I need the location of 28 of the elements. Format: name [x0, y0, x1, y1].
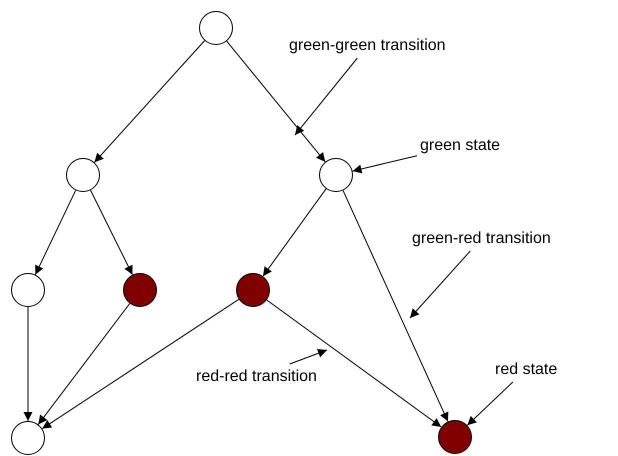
arrow: [38, 303, 130, 425]
leader-line: [289, 348, 328, 364]
annotation-label: green-green transition: [289, 36, 446, 55]
annotation-label: green-red transition: [412, 229, 551, 248]
annotation-label: red-red transition: [196, 367, 317, 386]
state-circle: [66, 158, 100, 192]
leader-line: [410, 250, 471, 318]
arrow: [262, 188, 327, 277]
state-circle: [438, 420, 472, 454]
leader-line: [352, 155, 418, 174]
arrow: [94, 40, 206, 163]
arrow: [34, 190, 76, 276]
state-circle: [199, 11, 233, 45]
arrow: [266, 300, 442, 428]
leader-line: [294, 58, 358, 136]
arrow: [24, 306, 32, 422]
state-circle: [11, 421, 45, 455]
annotation-label: red state: [495, 360, 558, 379]
state-circle: [236, 273, 270, 307]
state-circle: [11, 273, 45, 307]
arrow: [226, 40, 326, 162]
arrow: [42, 298, 240, 430]
arrow: [342, 190, 448, 422]
state-circle: [319, 158, 353, 192]
annotation-label: green state: [420, 136, 500, 155]
arrow: [90, 190, 133, 276]
state-circle: [123, 273, 157, 307]
leader-line: [466, 382, 514, 426]
